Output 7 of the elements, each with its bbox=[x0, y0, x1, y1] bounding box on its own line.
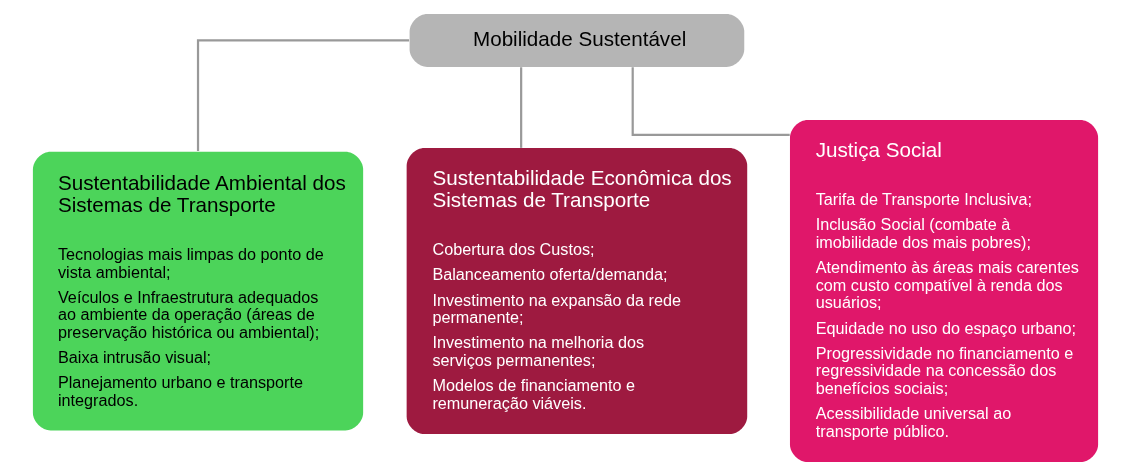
connector bbox=[631, 67, 790, 136]
connector bbox=[519, 67, 522, 148]
node-box: Justiça Social Tarifa de Transporte Inclusiva; Inclusão Social (combate à imobilidade dos mais pobres); Atendimento às áreas mais carentes com custo compatível à renda dos usuários; Equidade no uso do espaço urbano; Progressividade no financiamento e regressividade na concessão dos benefícios sociais; Acessibilidade universal ao transporte público. bbox=[789, 120, 1098, 463]
connector bbox=[196, 39, 409, 152]
node-box: Mobilidade Sustentável bbox=[409, 13, 744, 67]
node-box: Sustentabilidade Ambiental dos Sistemas de Transporte Tecnologias mais limpas do ponto de vista ambiental; Veículos e Infraestrutura adequados ao ambiente da operação (áreas de preservação histórica ou ambiental); Baixa intrusão visual; Planejamento urbano e transporte integrados. bbox=[32, 151, 363, 431]
node-box: Sustentabilidade Econômica dos Sistemas de Transporte Cobertura dos Custos; Balanceamento oferta/demanda; Investimento na expansão da rede permanente; Investimento na melhoria dos serviços permanentes; Modelos de financiamento e remuneração viáveis. bbox=[406, 148, 747, 435]
